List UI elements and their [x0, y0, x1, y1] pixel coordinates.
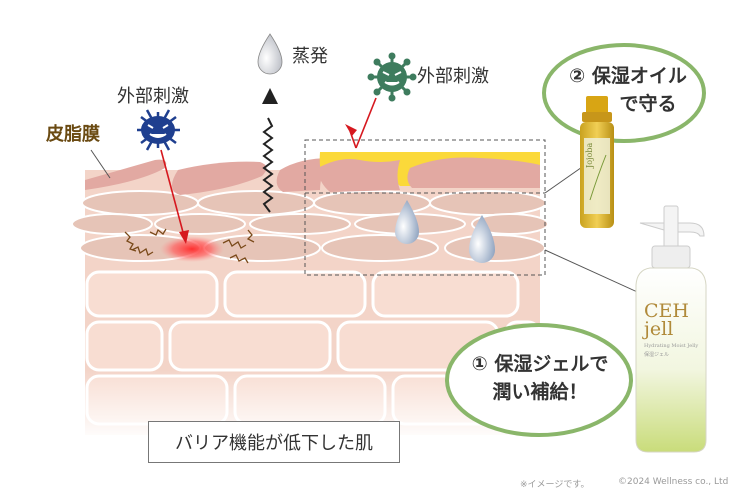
gel-callout: [445, 323, 633, 437]
caption-box: バリア機能が低下した肌: [148, 421, 400, 463]
sebum-film-zoom: [318, 157, 540, 192]
gel-callout-line1: ① 保湿ジェルで: [471, 353, 609, 375]
sebum-label: 皮脂膜: [46, 124, 100, 145]
water-droplet: [469, 215, 495, 263]
gel-brand: CEH: [644, 300, 689, 322]
evaporation-arrow: [257, 33, 283, 213]
sebum-film: [85, 158, 330, 195]
oil-bottle-label: Jojoba: [585, 142, 594, 168]
image-note: ※イメージです。: [520, 480, 590, 490]
itch-marks: [124, 228, 255, 264]
gel-small-text2: 保湿ジェル: [644, 352, 670, 358]
water-droplet: [395, 200, 419, 244]
external-stimulus-label-left: 外部刺激: [117, 86, 189, 107]
vapor-droplet-icon: [257, 33, 283, 75]
copyright: ©2024 Wellness co., Ltd: [618, 477, 729, 487]
horny-layer-cells: [71, 190, 549, 262]
oil-callout-line2: で守る: [619, 93, 677, 115]
inflammation: [160, 236, 224, 262]
gel-sub: jell: [644, 318, 674, 340]
external-stimulus-label-right: 外部刺激: [417, 66, 489, 87]
oil-bottle: [580, 96, 614, 228]
evaporation-label: 蒸発: [292, 46, 328, 67]
oil-callout-text: ② 保湿オイル で守る: [548, 62, 708, 118]
gel-bottle: [635, 205, 707, 453]
zoom-box: [304, 139, 546, 276]
gel-callout-text: ① 保湿ジェルで 潤い補給！: [455, 350, 625, 406]
virus-icon: [367, 52, 417, 102]
oil-callout-line1: ② 保湿オイル: [569, 65, 687, 87]
caption-text: バリア機能が低下した肌: [175, 433, 373, 454]
gel-small-text1: Hydrating Moist Jelly: [644, 343, 699, 349]
gel-callout-line2: 潤い補給！: [492, 381, 588, 403]
germ-icon: [137, 109, 180, 151]
